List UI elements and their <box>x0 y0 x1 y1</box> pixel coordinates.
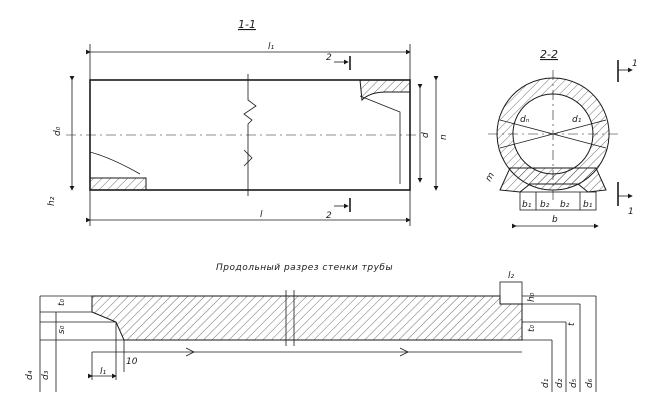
dim-label-d: d <box>421 132 431 138</box>
dim-label-d6-wall: d₆ <box>585 378 595 388</box>
side-section-title: 1-1 <box>238 18 256 31</box>
dim-label-dn: dₙ <box>520 115 530 125</box>
dim-label-l2: l₂ <box>508 271 515 281</box>
wall-hatch <box>91 295 523 341</box>
dim-label-b2-left: b₂ <box>540 200 550 210</box>
cut-label-2-bottom: 2 <box>326 211 332 221</box>
dim-label-h2: h₂ <box>47 196 57 206</box>
dim-label-d1: d₁ <box>572 115 582 125</box>
break-line <box>243 74 257 196</box>
bell-inner-line <box>359 95 401 184</box>
dim-label-b2-right: b₂ <box>560 200 570 210</box>
wall-section-view: Продольный разрез стенки трубы t₀ s₀ d₄ … <box>25 263 597 392</box>
wall-section-caption: Продольный разрез стенки трубы <box>216 263 393 273</box>
dim-label-s0: s₀ <box>57 325 67 334</box>
dim-label-n: n <box>439 134 449 140</box>
break-mark <box>399 347 409 357</box>
dim-label-10: 10 <box>126 357 138 367</box>
cut-label-1-top: 1 <box>632 59 638 69</box>
dim-label-d5-wall: d₅ <box>569 378 579 388</box>
break-mark <box>243 149 253 167</box>
dim-label-d4: d₄ <box>25 370 35 380</box>
cut-label-2-top: 2 <box>326 53 332 63</box>
dim-label-b1-right: b₁ <box>583 200 593 210</box>
dim-label-h0: h₀ <box>527 292 537 302</box>
spigot-curve <box>89 151 141 175</box>
cut-label-1-bottom: 1 <box>628 207 634 217</box>
cross-section-view: 2-2 dₙ d₁ m b₁ b₂ b₂ b₁ b 1 1 <box>484 48 638 229</box>
bell-hatch-top <box>359 79 411 102</box>
dim-label-t0: t₀ <box>57 298 67 306</box>
side-section-view: 1-1 l₁ d₀ h₂ d n l <box>47 18 449 226</box>
foot-base-block <box>519 191 597 211</box>
dim-label-d3: d₃ <box>41 370 51 380</box>
dim-label-m: m <box>484 171 497 184</box>
dim-label-t-wall: t <box>567 322 577 326</box>
dim-label-b1-left: b₁ <box>522 200 532 210</box>
spigot-hatch <box>89 177 147 191</box>
dim-label-d1-wall: d₁ <box>541 378 551 388</box>
dim-label-d0: d₀ <box>53 126 63 136</box>
dim-label-t0-right: t₀ <box>527 324 537 332</box>
cross-section-title: 2-2 <box>540 48 558 61</box>
dim-label-l1: l₁ <box>268 42 275 52</box>
dim-label-l1-wall: l₁ <box>100 367 107 377</box>
dim-label-d2-wall: d₂ <box>555 378 565 388</box>
dim-label-b: b <box>552 215 558 225</box>
bell-socket-box <box>499 281 523 305</box>
break-mark <box>185 347 195 357</box>
dim-label-l: l <box>260 210 263 220</box>
